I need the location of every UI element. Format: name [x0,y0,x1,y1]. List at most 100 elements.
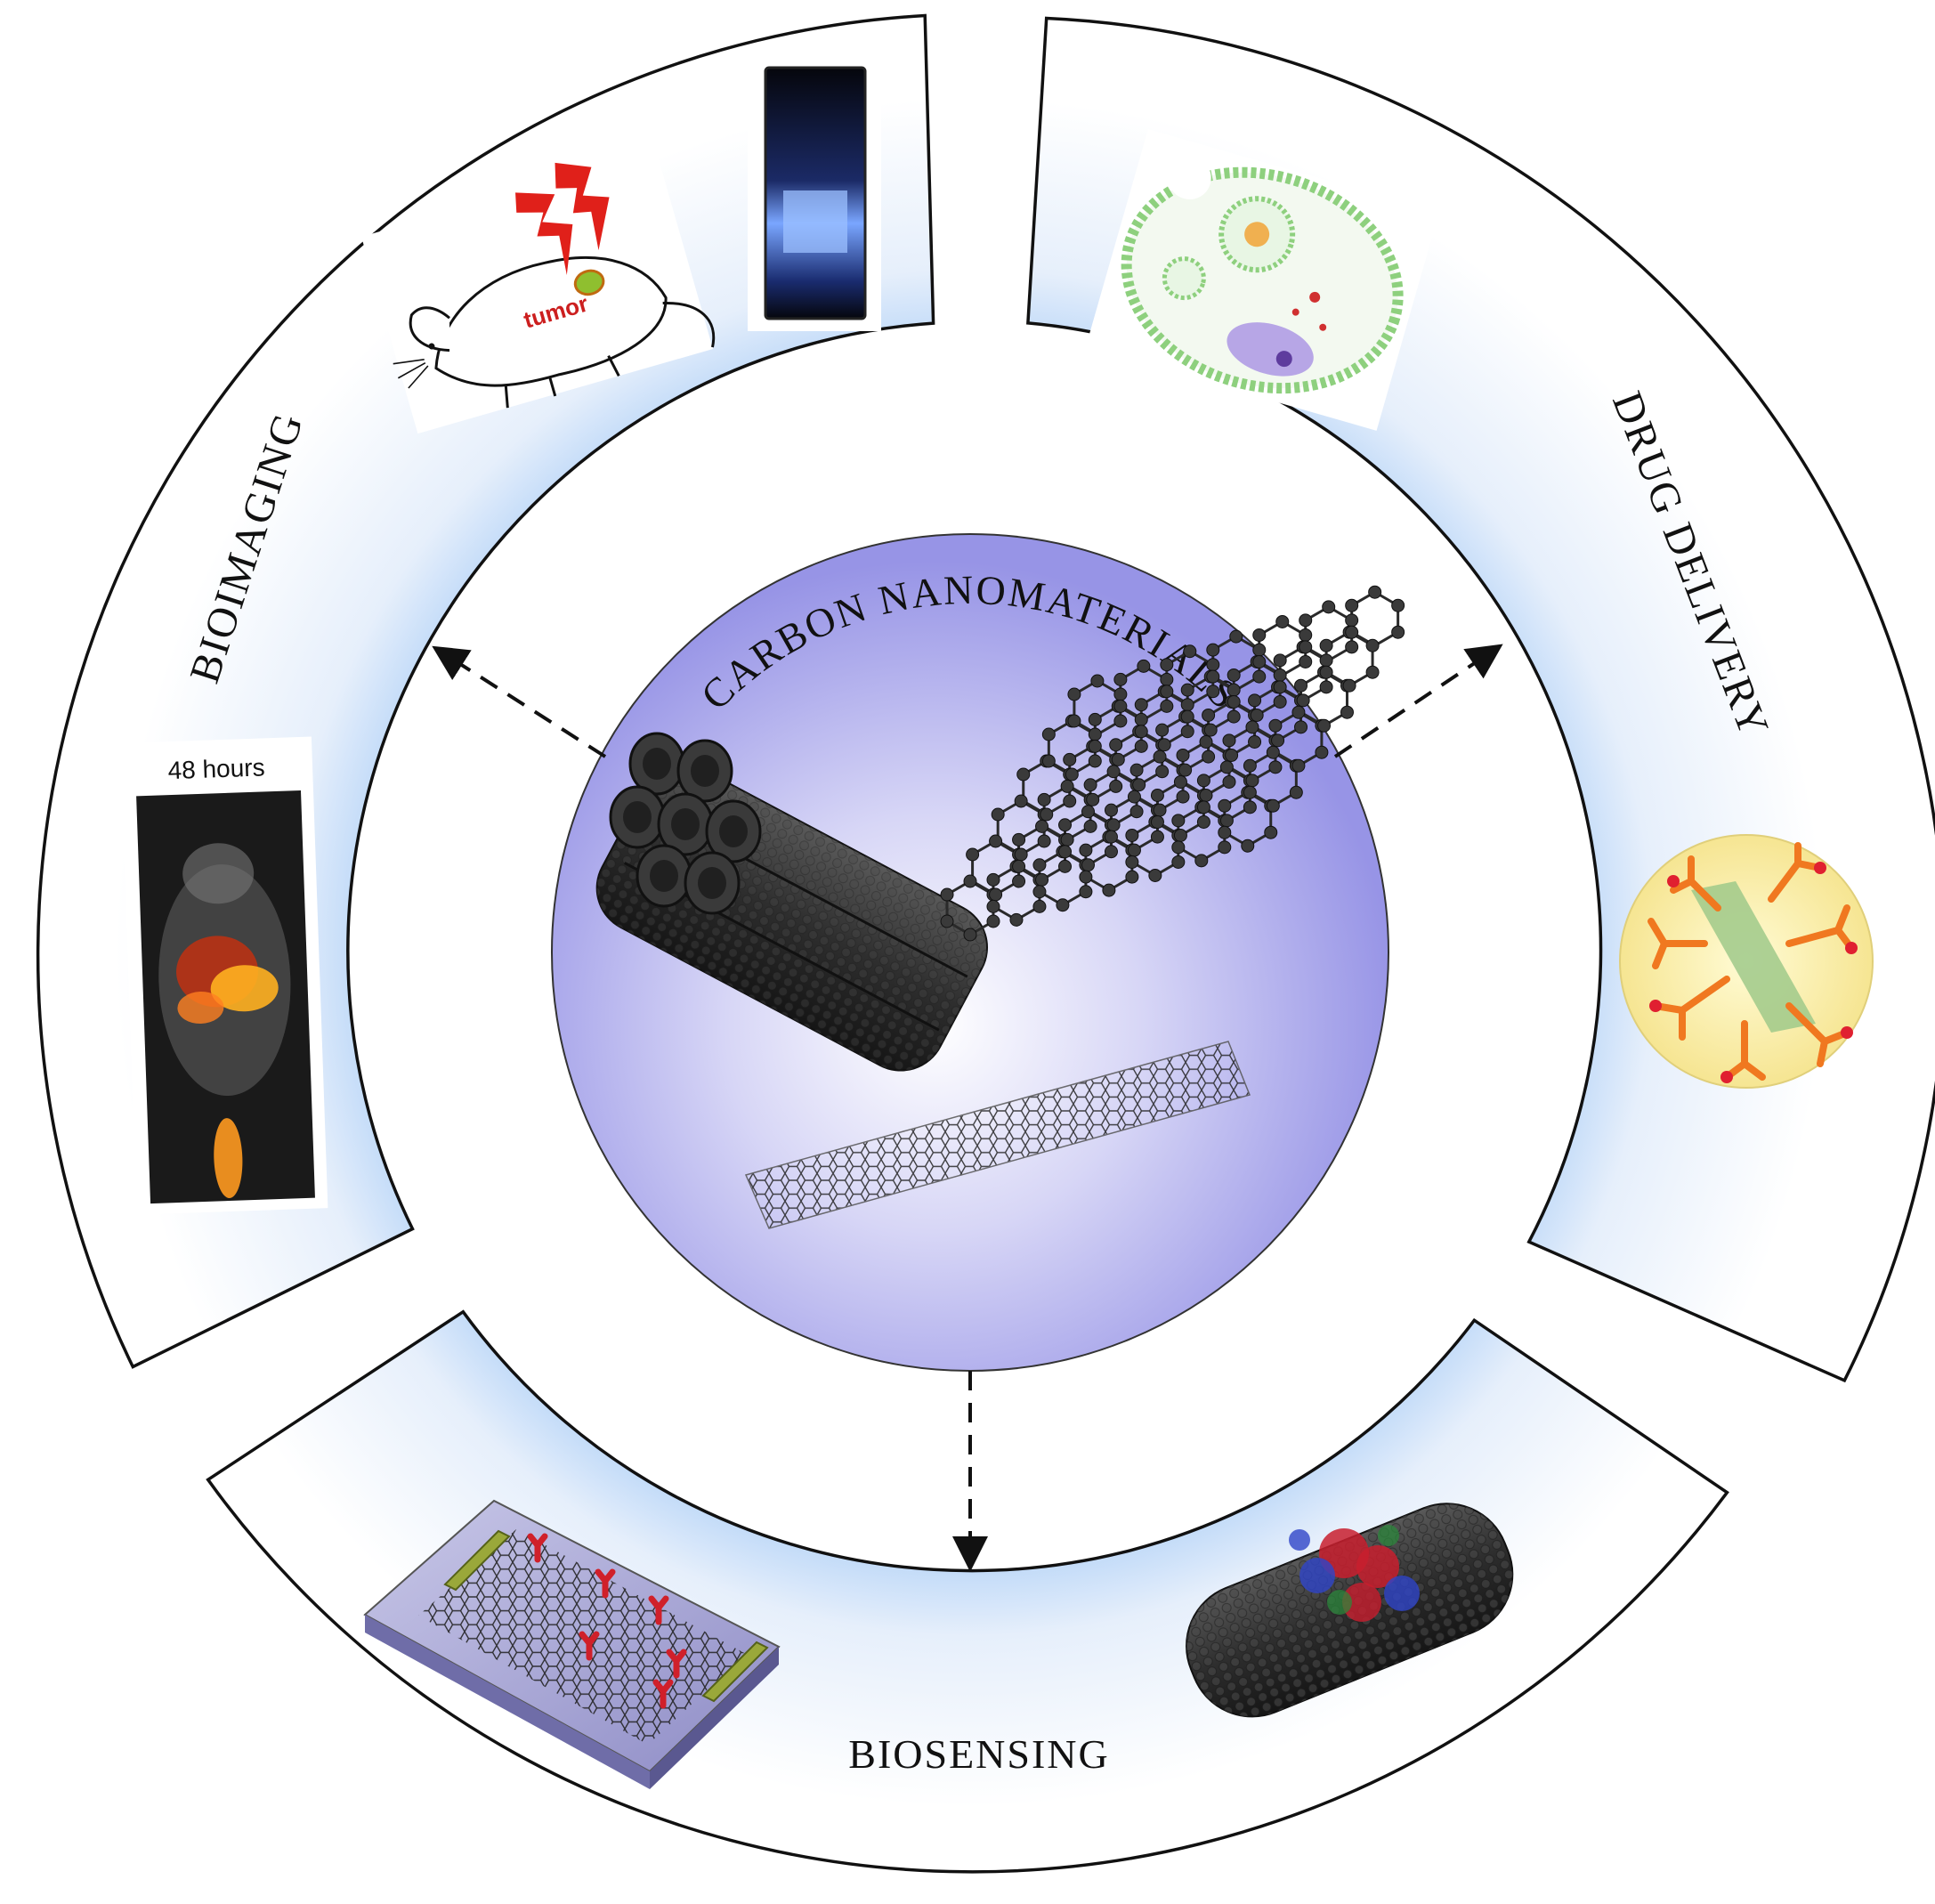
graphene-atom [1203,723,1218,737]
graphene-atom [1252,643,1267,657]
graphene-atom [1032,858,1047,872]
graphene-atom [1041,754,1056,768]
graphene-atom [1016,767,1031,782]
graphene-atom [1081,805,1096,819]
graphene-atom [1245,720,1259,734]
graphene-atom [1178,763,1193,777]
graphene-atom [1391,598,1405,612]
graphene-atom [1160,685,1174,699]
graphene-atom [991,807,1005,822]
graphene-atom [1180,725,1194,739]
graphene-atom [1317,718,1332,733]
graphene-atom [1125,828,1139,842]
graphene-atom [1245,774,1259,788]
graphene-atom [1252,654,1267,668]
graphene-atom [1012,832,1026,847]
graphene-atom [1345,613,1359,628]
graphene-atom [1088,712,1102,726]
graphene-atom [1153,803,1167,817]
cell-endosome-icon [1085,129,1439,431]
graphene-atom [1199,788,1213,802]
graphene-atom [1160,699,1174,713]
graphene-atom [1252,669,1267,684]
graphene-atom [1296,693,1310,708]
graphene-atom [1125,870,1139,884]
graphene-atom [1014,847,1028,862]
graphene-atom [1079,870,1093,884]
graphene-atom [1111,752,1125,766]
graphene-atom [963,874,977,888]
graphene-atom [1134,739,1148,753]
graphene-atom [1248,734,1262,749]
cuvette-fluorescence-icon [748,53,881,331]
graphene-atom [1067,714,1081,728]
graphene-atom [989,887,1003,902]
graphene-atom [1271,733,1285,748]
graphene-atom [1040,807,1054,822]
graphene-atom [1079,885,1093,899]
graphene-atom [1083,778,1097,792]
graphene-atom [1227,668,1241,682]
mouse-tumor-icon: tumor [361,151,716,434]
graphene-atom [1241,839,1255,853]
graphene-atom [1086,792,1100,806]
graphene-atom [1009,912,1024,927]
nanotube-bundle-icon [595,732,988,1072]
graphene-atom [1171,840,1186,855]
graphene-atom [1088,739,1102,753]
dendrimer-graphene-icon [1619,834,1874,1089]
graphene-atom [1222,733,1236,748]
arrow-to-bioimaging [432,645,607,758]
graphene-atom [1134,712,1148,726]
graphene-atom [1171,814,1186,828]
graphene-atom [1132,778,1146,792]
pet-caption: 48 hours [167,753,265,784]
graphene-atom [1037,792,1051,806]
graphene-atom [1268,760,1283,774]
graphene-atom [1083,819,1097,833]
graphene-atom [1202,749,1216,764]
graphene-atom [1150,814,1164,829]
graphene-atom [1104,803,1118,817]
graphene-atom [1365,665,1380,679]
graphene-atom [1113,714,1128,728]
graphene-atom [1088,754,1102,768]
graphene-atom [1173,774,1187,789]
graphene-atom [1206,685,1220,699]
graphene-atom [1014,794,1028,808]
graphene-atom [1250,708,1264,722]
graphene-atom [963,928,977,942]
graphene-atom [1134,725,1148,739]
graphene-atom [940,914,954,928]
graphene-atom [1275,614,1290,628]
graphene-atom [1127,790,1141,804]
graphene-atom [1264,825,1278,839]
graphene-atom [1273,680,1287,694]
arrow-to-drug-delivery [1333,644,1503,758]
graphene-sheet-icon [940,585,1405,942]
graphene-bond-ring [1350,590,1400,647]
graphene-atom [986,872,1000,887]
graphene-atom [1056,898,1070,912]
graphene-atom [1345,625,1359,639]
graphene-atom [1081,858,1096,872]
graphene-atom [1129,763,1144,777]
graphene-atom [1196,800,1210,814]
graphene-atom [1104,830,1118,844]
graphene-atom [1229,629,1243,644]
graphene-atom [1060,832,1074,847]
graphene-atom [1180,698,1194,712]
graphene-atom [1299,654,1313,668]
graphene-atom [1079,843,1093,857]
graphene-atom [1134,698,1148,712]
graphene-atom [1090,674,1105,688]
graphene-atom [1294,720,1308,734]
pet-ct-scan-icon: 48 hours [120,736,328,1215]
graphene-atom [1289,785,1303,799]
graphene-atom [1160,658,1174,672]
graphene-atom [1150,830,1164,844]
biosensing-label: BIOSENSING [848,1731,1109,1777]
graphene-atom [1183,644,1197,659]
graphene-atom [1173,828,1187,842]
graphene-atom [1225,748,1239,762]
